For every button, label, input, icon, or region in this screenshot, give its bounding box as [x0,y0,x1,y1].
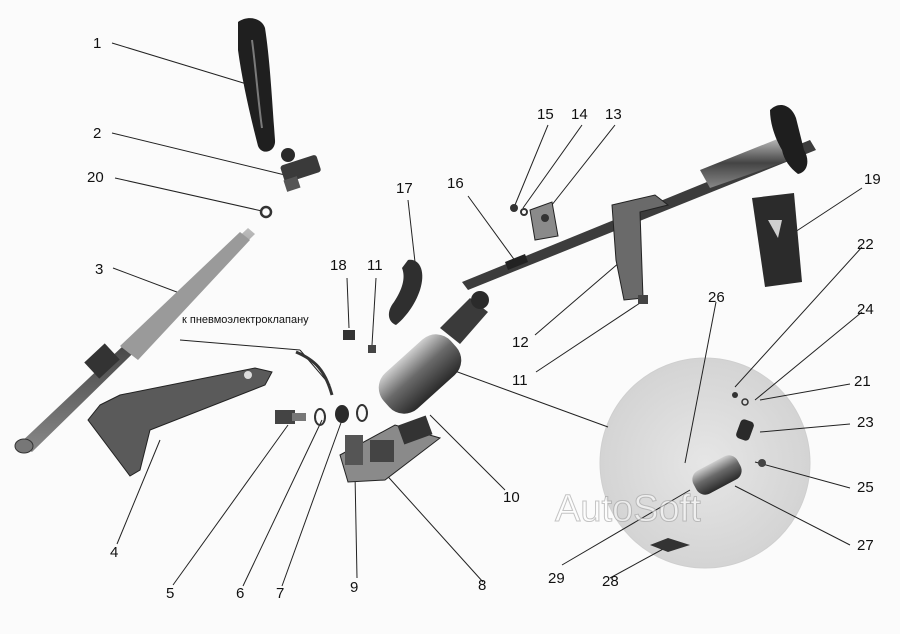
label-part-3: 3 [95,261,104,278]
label-part-2: 2 [93,125,102,142]
label-part-5: 5 [166,585,175,602]
label-part-15: 15 [537,106,554,123]
annotation-to-valve: к пневмоэлектроклапану [182,314,309,326]
label-part-11-lower: 11 [512,372,528,389]
part-19-plate [752,193,802,287]
detail-inset-circle [599,357,811,569]
parts-13-14-15 [510,201,559,241]
inset-parts [650,392,766,552]
part-8-base-plate [339,415,442,483]
label-part-28: 28 [602,573,619,590]
label-part-20: 20 [87,169,104,186]
t-handle [770,104,808,174]
part-11-pin-right [638,295,648,304]
label-part-29: 29 [548,570,565,587]
part-20-washer [259,205,273,219]
part-12-bracket [611,194,670,301]
label-part-23: 23 [857,414,874,431]
label-part-18: 18 [330,257,347,274]
label-part-6: 6 [236,585,245,602]
label-part-1: 1 [93,35,102,52]
label-part-7: 7 [276,585,285,602]
label-part-8: 8 [478,577,487,594]
label-part-14: 14 [571,106,588,123]
part-17-link [388,259,423,325]
label-part-22: 22 [857,236,874,253]
part-18-nut [343,330,355,340]
part-19-slot [768,220,782,238]
label-part-4: 4 [110,544,119,561]
part-11-pin-left [368,345,376,353]
label-part-16: 16 [447,175,464,192]
label-part-12: 12 [512,334,529,351]
label-part-26: 26 [708,289,725,306]
label-part-21: 21 [854,373,871,390]
part-4-bracket [87,367,273,477]
label-part-13: 13 [605,106,622,123]
label-part-11-upper: 11 [367,257,383,274]
label-part-25: 25 [857,479,874,496]
part-1-highlight [251,39,263,129]
label-part-19: 19 [864,171,881,188]
parts-5-6-7-fasteners [275,404,368,426]
label-part-17: 17 [396,180,413,197]
label-part-10: 10 [503,489,520,506]
part-10-cylinder [378,291,489,414]
part-3-shaft [14,228,255,454]
watermark: AutoSoft [555,488,702,531]
label-part-9: 9 [350,579,359,596]
leader-lines [111,42,863,587]
label-part-27: 27 [857,537,874,554]
label-part-24: 24 [857,301,874,318]
part-4-hole [244,371,252,379]
part-2-pedal-mount [280,148,321,192]
air-hose [295,350,334,396]
